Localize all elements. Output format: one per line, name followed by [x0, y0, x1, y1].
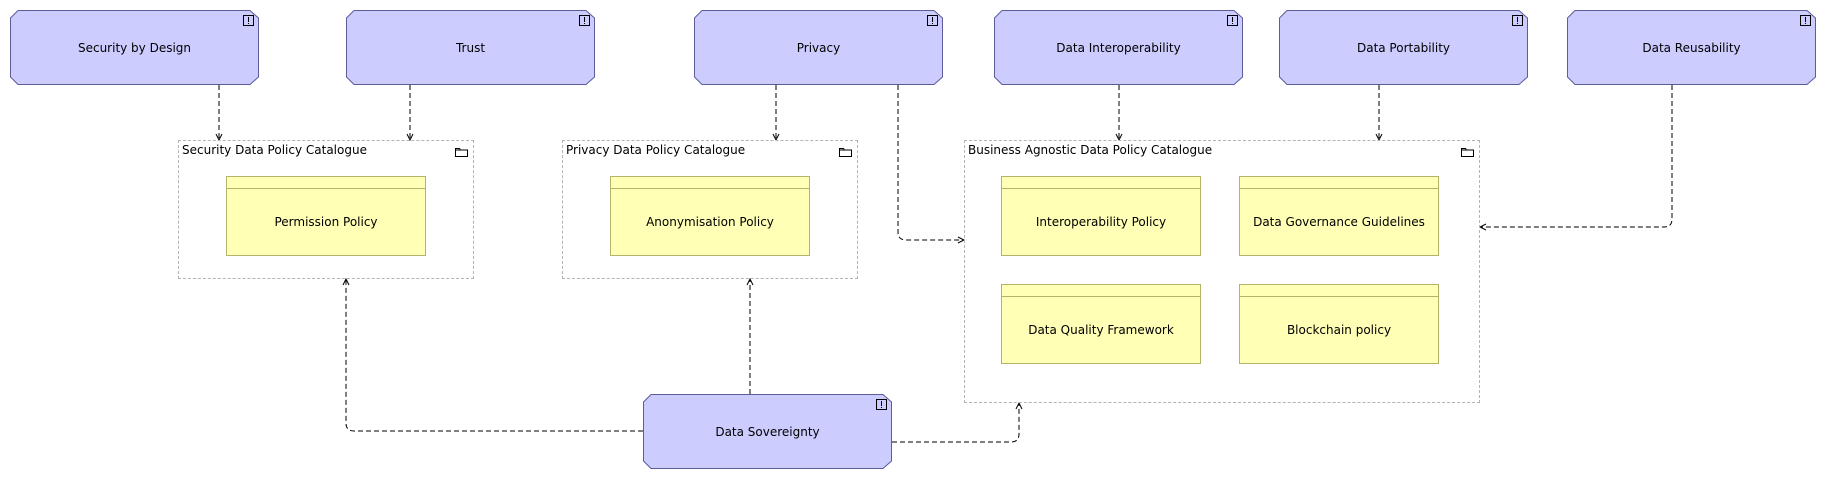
exclamation-box-icon	[243, 15, 254, 26]
group-title: Business Agnostic Data Policy Catalogue	[968, 143, 1213, 157]
policy-header-bar	[1002, 296, 1200, 297]
policy-anonymisation[interactable]: Anonymisation Policy	[610, 176, 810, 256]
security-data-policy-catalogue[interactable]: Security Data Policy Catalogue Permissio…	[178, 140, 474, 279]
policy-permission[interactable]: Permission Policy	[226, 176, 426, 256]
policy-header-bar	[1240, 188, 1438, 189]
policy-blockchain[interactable]: Blockchain policy	[1239, 284, 1439, 364]
folder-icon	[1461, 148, 1474, 157]
exclamation-box-icon	[579, 15, 590, 26]
business-agnostic-data-policy-catalogue[interactable]: Business Agnostic Data Policy Catalogue …	[964, 140, 1480, 403]
principle-data-sovereignty[interactable]: Data Sovereignty	[643, 394, 892, 469]
connector-data-sovereignty-to-security-catalogue	[346, 279, 643, 432]
policy-header-bar	[1240, 296, 1438, 297]
policy-label: Data Governance Guidelines	[1253, 215, 1425, 229]
policy-label: Permission Policy	[274, 215, 378, 229]
connector-data-reusability-to-business-catalogue	[1480, 85, 1673, 227]
policy-header-bar	[227, 188, 425, 189]
exclamation-box-icon	[1227, 15, 1238, 26]
folder-icon	[455, 148, 468, 157]
principle-security-by-design[interactable]: Security by Design	[10, 10, 259, 85]
folder-icon	[839, 148, 852, 157]
principle-data-portability[interactable]: Data Portability	[1279, 10, 1528, 85]
exclamation-box-icon	[876, 399, 887, 410]
principle-trust[interactable]: Trust	[346, 10, 595, 85]
exclamation-box-icon	[1512, 15, 1523, 26]
policy-data-governance-guidelines[interactable]: Data Governance Guidelines	[1239, 176, 1439, 256]
group-title: Security Data Policy Catalogue	[182, 143, 367, 157]
exclamation-box-icon	[1800, 15, 1811, 26]
policy-header-bar	[1002, 188, 1200, 189]
policy-label: Blockchain policy	[1286, 323, 1392, 337]
principle-label: Data Sovereignty	[715, 424, 820, 439]
connector-privacy-to-business-catalogue	[897, 85, 964, 240]
principle-label: Data Interoperability	[1056, 40, 1181, 55]
principle-label: Trust	[455, 40, 486, 55]
principle-data-reusability[interactable]: Data Reusability	[1567, 10, 1816, 85]
principle-label: Privacy	[796, 40, 841, 55]
policy-header-bar	[611, 188, 809, 189]
principle-privacy[interactable]: Privacy	[694, 10, 943, 85]
policy-label: Data Quality Framework	[1028, 323, 1174, 337]
principle-data-interoperability[interactable]: Data Interoperability	[994, 10, 1243, 85]
policy-label: Anonymisation Policy	[646, 215, 774, 229]
connector-data-sovereignty-to-business-catalogue	[892, 403, 1019, 443]
policy-label: Interoperability Policy	[1035, 215, 1167, 229]
principle-label: Data Reusability	[1642, 40, 1741, 55]
policy-interoperability[interactable]: Interoperability Policy	[1001, 176, 1201, 256]
principle-label: Security by Design	[77, 40, 192, 55]
group-title: Privacy Data Policy Catalogue	[566, 143, 746, 157]
exclamation-box-icon	[927, 15, 938, 26]
principle-label: Data Portability	[1356, 40, 1451, 55]
privacy-data-policy-catalogue[interactable]: Privacy Data Policy Catalogue Anonymisat…	[562, 140, 858, 279]
policy-data-quality-framework[interactable]: Data Quality Framework	[1001, 284, 1201, 364]
